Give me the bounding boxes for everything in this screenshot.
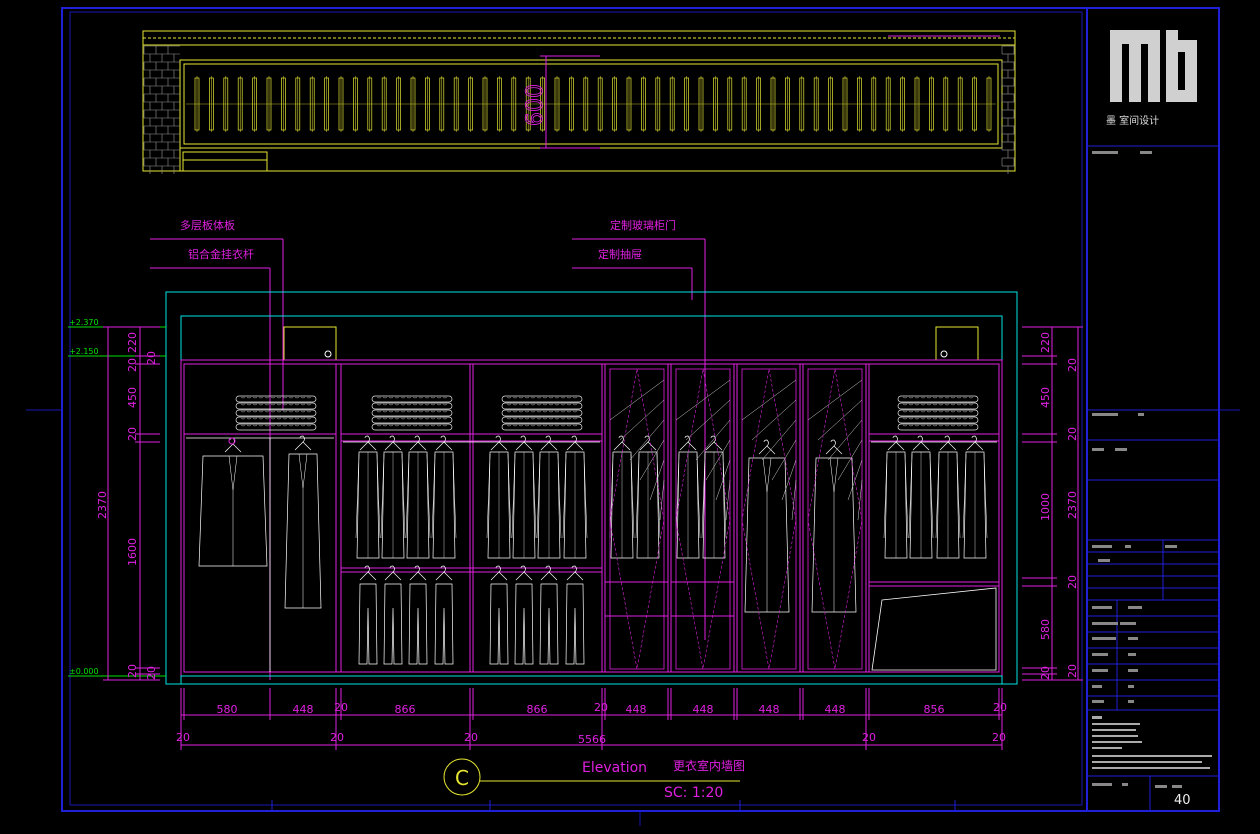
hanging-garments bbox=[198, 435, 988, 665]
view-label bbox=[443, 758, 740, 796]
plan-dim-600: 600 bbox=[523, 84, 548, 126]
label-glass-door: 定制玻璃柜门 bbox=[610, 218, 676, 232]
view-scale: SC: 1:20 bbox=[664, 785, 723, 801]
bottom-dim-row1-6: 448 bbox=[626, 703, 647, 716]
bottom-dim-chain bbox=[180, 688, 1003, 750]
left-dim-1600: 1600 bbox=[126, 538, 139, 566]
bottom-dim-row2-2: 20 bbox=[464, 731, 478, 744]
logo bbox=[1110, 30, 1197, 102]
bottom-dim-row1-7: 448 bbox=[693, 703, 714, 716]
label-drawer: 定制抽屉 bbox=[598, 247, 642, 261]
right-dim-1000: 1000 bbox=[1039, 493, 1052, 521]
label-alu-rod: 铝合金挂衣杆 bbox=[188, 247, 254, 261]
bottom-dim-texts: 580 448 20 866 866 20 448 448 448 448 856 20 20 20 20 2… bbox=[176, 701, 1007, 746]
logo-text: 墨 室间设计 bbox=[1106, 114, 1159, 127]
bottom-dim-row2-3: 20 bbox=[862, 731, 876, 744]
bottom-dim-row2-1: 20 bbox=[330, 731, 344, 744]
cabinet-structure bbox=[180, 359, 1003, 685]
bottom-dim-row1-2: 20 bbox=[334, 701, 348, 714]
bottom-dim-row1-10: 856 bbox=[924, 703, 945, 716]
folded-clothes-stacks bbox=[235, 395, 979, 431]
bottom-dim-row2-0: 20 bbox=[176, 731, 190, 744]
left-dim-extra-20: 20 bbox=[145, 666, 158, 680]
right-dim-220: 220 bbox=[1039, 332, 1052, 353]
left-dim-total: 2370 bbox=[96, 491, 109, 519]
bottom-dim-row1-0: 580 bbox=[217, 703, 238, 716]
page-number: 40 bbox=[1174, 793, 1191, 808]
left-dim-20b: 20 bbox=[126, 427, 139, 441]
level-2370: +2.370 bbox=[69, 318, 99, 327]
plan-brick-wall-right bbox=[1001, 45, 1015, 174]
bottom-dim-row1-8: 448 bbox=[759, 703, 780, 716]
right-dim-chain bbox=[1022, 326, 1083, 681]
cabinet-inner-lines bbox=[186, 437, 997, 672]
glass-doors bbox=[609, 368, 863, 670]
bottom-dim-row2-4: 20 bbox=[992, 731, 1006, 744]
plan-view bbox=[142, 30, 1016, 172]
bottom-dim-row1-1: 448 bbox=[293, 703, 314, 716]
left-dim-20a: 20 bbox=[126, 358, 139, 372]
right-dim-20e: 20 bbox=[1039, 666, 1052, 680]
sheet-border-thin bbox=[26, 11, 1240, 826]
left-dim-20c: 20 bbox=[126, 664, 139, 678]
right-dim-450: 450 bbox=[1039, 387, 1052, 408]
left-dim-450: 450 bbox=[126, 387, 139, 408]
bottom-dim-row1-4: 866 bbox=[527, 703, 548, 716]
frame-ticks bbox=[271, 800, 956, 811]
bottom-dim-row1-9: 448 bbox=[825, 703, 846, 716]
right-dim-20c: 20 bbox=[1066, 575, 1079, 589]
left-dim-texts: 2370 220 20 450 20 1600 20 20 bbox=[96, 332, 158, 678]
right-dim-580: 580 bbox=[1039, 619, 1052, 640]
level-2150: +2.150 bbox=[69, 347, 99, 356]
right-dim-20b: 20 bbox=[1066, 427, 1079, 441]
plan-hangers bbox=[186, 76, 996, 132]
view-word: Elevation bbox=[582, 760, 647, 776]
right-dim-20a: 20 bbox=[1066, 358, 1079, 372]
plan-brick-wall-left bbox=[143, 45, 180, 174]
label-multi-layer-board: 多层板体板 bbox=[180, 218, 235, 232]
title-block bbox=[1087, 145, 1219, 811]
right-dim-20d: 20 bbox=[1066, 664, 1079, 678]
left-dim-220: 220 bbox=[126, 332, 139, 353]
right-dim-texts: 2370 220 20 450 20 1000 20 580 20 20 bbox=[1039, 332, 1079, 680]
left-dim-20d: 20 bbox=[145, 351, 158, 365]
plan-dimension bbox=[540, 35, 1000, 149]
level-0: ±0.000 bbox=[69, 667, 99, 676]
bottom-dim-row1-3: 866 bbox=[395, 703, 416, 716]
bottom-dim-total: 5566 bbox=[578, 733, 606, 746]
bottom-dim-row1-11: 20 bbox=[993, 701, 1007, 714]
view-title-cn: 更衣室内墙图 bbox=[673, 758, 745, 773]
view-letter: C bbox=[455, 766, 469, 790]
title-block-fine-text bbox=[1092, 151, 1212, 788]
left-dim-chain bbox=[103, 326, 160, 681]
bottom-dim-row1-5: 20 bbox=[594, 701, 608, 714]
right-dim-total: 2370 bbox=[1066, 491, 1079, 519]
